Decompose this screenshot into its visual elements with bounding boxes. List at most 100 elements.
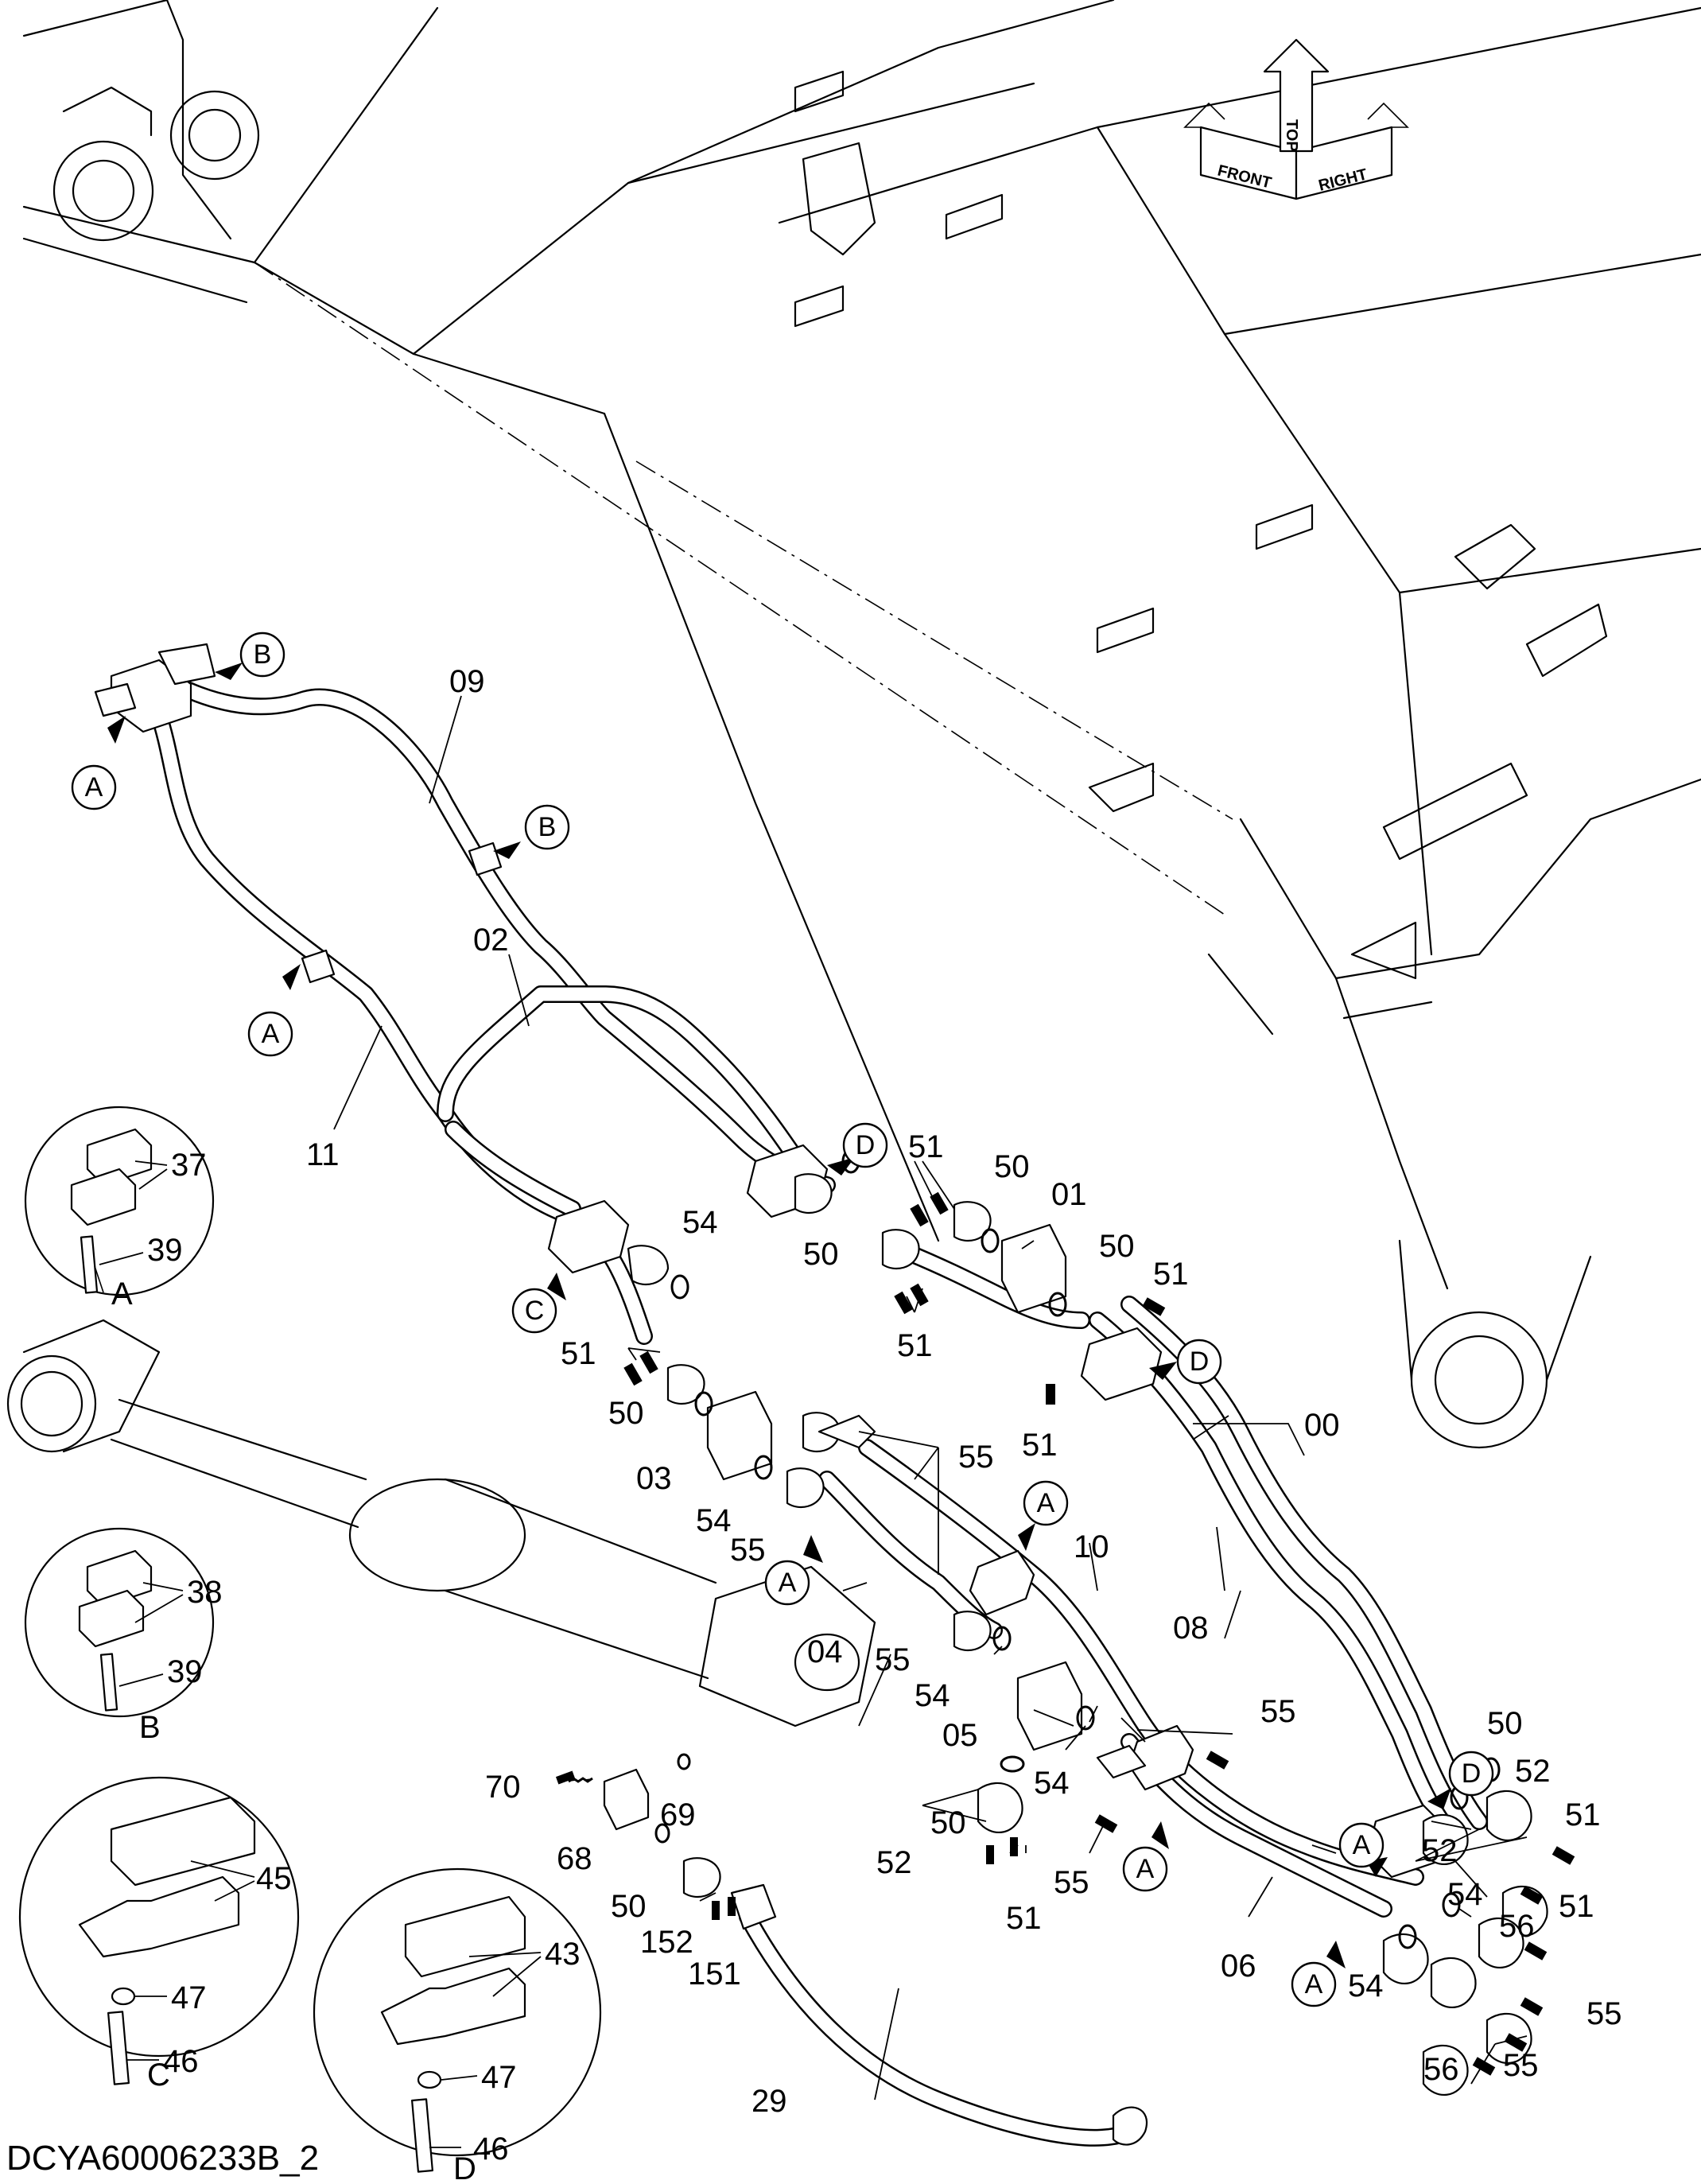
label-70: 70 xyxy=(485,1770,521,1805)
label-50-c: 50 xyxy=(1099,1229,1135,1264)
label-05: 05 xyxy=(942,1718,978,1753)
svg-text:C: C xyxy=(525,1296,545,1326)
callout-a-3: A xyxy=(1018,1480,1069,1551)
label-50-a: 50 xyxy=(994,1149,1030,1184)
label-51-c: 51 xyxy=(897,1328,933,1363)
label-52-b: 52 xyxy=(1422,1833,1458,1868)
label-50-d: 50 xyxy=(608,1396,644,1431)
label-45: 45 xyxy=(256,1861,292,1896)
label-55-c: 55 xyxy=(875,1642,911,1677)
label-02: 02 xyxy=(473,923,509,958)
label-54-c: 54 xyxy=(915,1678,950,1713)
boom-structure xyxy=(22,0,1701,1449)
detail-view-a: 37 39 A xyxy=(24,1106,215,1312)
label-43: 43 xyxy=(545,1937,581,1972)
callout-a-2: A xyxy=(247,964,301,1057)
label-50-g: 50 xyxy=(611,1889,647,1924)
svg-text:A: A xyxy=(85,772,103,802)
label-11: 11 xyxy=(306,1137,340,1172)
label-54-a: 54 xyxy=(682,1205,718,1240)
label-51-e: 51 xyxy=(1022,1428,1058,1463)
svg-text:A: A xyxy=(1305,1969,1323,1999)
callout-a-4: A xyxy=(764,1535,823,1606)
arm-cylinder xyxy=(6,1319,876,1727)
callout-a-1: A xyxy=(71,716,126,810)
label-51-f: 51 xyxy=(1565,1797,1601,1832)
label-55-d: 55 xyxy=(1260,1694,1296,1729)
label-50-e: 50 xyxy=(1487,1706,1523,1741)
label-52-a: 52 xyxy=(1515,1754,1551,1789)
orientation-top-label: TOP xyxy=(1283,119,1300,152)
detail-view-c: 45 47 46 C xyxy=(18,1776,300,2093)
label-68: 68 xyxy=(557,1841,592,1876)
label-00: 00 xyxy=(1304,1408,1340,1443)
callout-b-1: B xyxy=(215,631,285,680)
label-56-b: 56 xyxy=(1423,2052,1459,2087)
callout-a-5: A xyxy=(1122,1821,1169,1892)
label-47-d: 47 xyxy=(481,2060,517,2095)
label-06: 06 xyxy=(1221,1949,1256,1984)
detail-view-d: 43 47 46 D xyxy=(313,1867,602,2184)
pivot-lug xyxy=(52,86,260,242)
callout-d-2: D xyxy=(1149,1339,1222,1385)
label-51-b: 51 xyxy=(1153,1257,1189,1292)
callout-c-1: C xyxy=(511,1273,566,1334)
callout-a-7: A xyxy=(1291,1941,1346,2007)
label-39-b: 39 xyxy=(167,1654,203,1689)
label-08: 08 xyxy=(1173,1611,1209,1646)
detail-label-d: D xyxy=(453,2151,476,2184)
svg-text:A: A xyxy=(1353,1830,1371,1860)
svg-text:B: B xyxy=(538,812,557,842)
label-10: 10 xyxy=(1074,1529,1109,1564)
label-46-d: 46 xyxy=(473,2132,509,2167)
label-55-f: 55 xyxy=(1586,1996,1622,2031)
hydraulic-pipes xyxy=(150,675,1488,2147)
svg-text:A: A xyxy=(1037,1488,1055,1518)
label-56-a: 56 xyxy=(1499,1909,1535,1944)
callout-markers: A B B A D C D xyxy=(71,631,1494,2007)
svg-text:A: A xyxy=(779,1568,797,1598)
label-50-b: 50 xyxy=(803,1237,839,1272)
label-51-d: 51 xyxy=(561,1336,596,1371)
label-151: 151 xyxy=(688,1957,741,1992)
label-55-b: 55 xyxy=(730,1533,766,1568)
label-52-c: 52 xyxy=(876,1845,912,1880)
label-29: 29 xyxy=(751,2084,787,2119)
callout-b-2: B xyxy=(493,804,570,859)
label-50-f: 50 xyxy=(930,1805,966,1840)
label-51-g: 51 xyxy=(1006,1901,1042,1936)
label-54-b: 54 xyxy=(696,1503,732,1538)
svg-text:D: D xyxy=(1190,1347,1210,1377)
label-04: 04 xyxy=(807,1634,843,1669)
label-55-e: 55 xyxy=(1054,1865,1089,1900)
fittings xyxy=(94,643,1575,2096)
orientation-compass: FRONT TOP RIGHT xyxy=(1183,38,1409,200)
callout-a-6: A xyxy=(1338,1822,1388,1877)
label-54-f: 54 xyxy=(1348,1968,1384,2003)
label-03: 03 xyxy=(636,1461,672,1496)
label-152: 152 xyxy=(640,1925,693,1960)
label-51-h: 51 xyxy=(1559,1889,1594,1924)
svg-text:B: B xyxy=(254,639,272,670)
label-39-a: 39 xyxy=(147,1233,183,1268)
detail-label-a: A xyxy=(111,1277,133,1312)
detail-view-b: 38 39 B xyxy=(24,1527,223,1745)
drawing-code: DCYA60006233B_2 xyxy=(6,2139,319,2178)
detail-label-c: C xyxy=(147,2058,170,2093)
leader-lines xyxy=(333,695,1528,2100)
label-54-e: 54 xyxy=(1447,1877,1483,1912)
part-labels: 09 02 11 51 50 01 54 50 50 51 51 51 50 5… xyxy=(306,664,1622,2119)
label-09: 09 xyxy=(449,664,485,699)
label-69: 69 xyxy=(660,1797,696,1832)
svg-text:A: A xyxy=(262,1019,280,1049)
callout-d-3: D xyxy=(1427,1751,1494,1809)
label-37: 37 xyxy=(171,1148,207,1183)
svg-text:A: A xyxy=(1136,1854,1155,1884)
label-38: 38 xyxy=(187,1575,223,1610)
label-46-c: 46 xyxy=(163,2044,199,2079)
label-01: 01 xyxy=(1051,1177,1087,1212)
label-54-d: 54 xyxy=(1034,1766,1070,1801)
callout-d-1: D xyxy=(827,1122,888,1176)
label-55-a: 55 xyxy=(958,1440,994,1475)
